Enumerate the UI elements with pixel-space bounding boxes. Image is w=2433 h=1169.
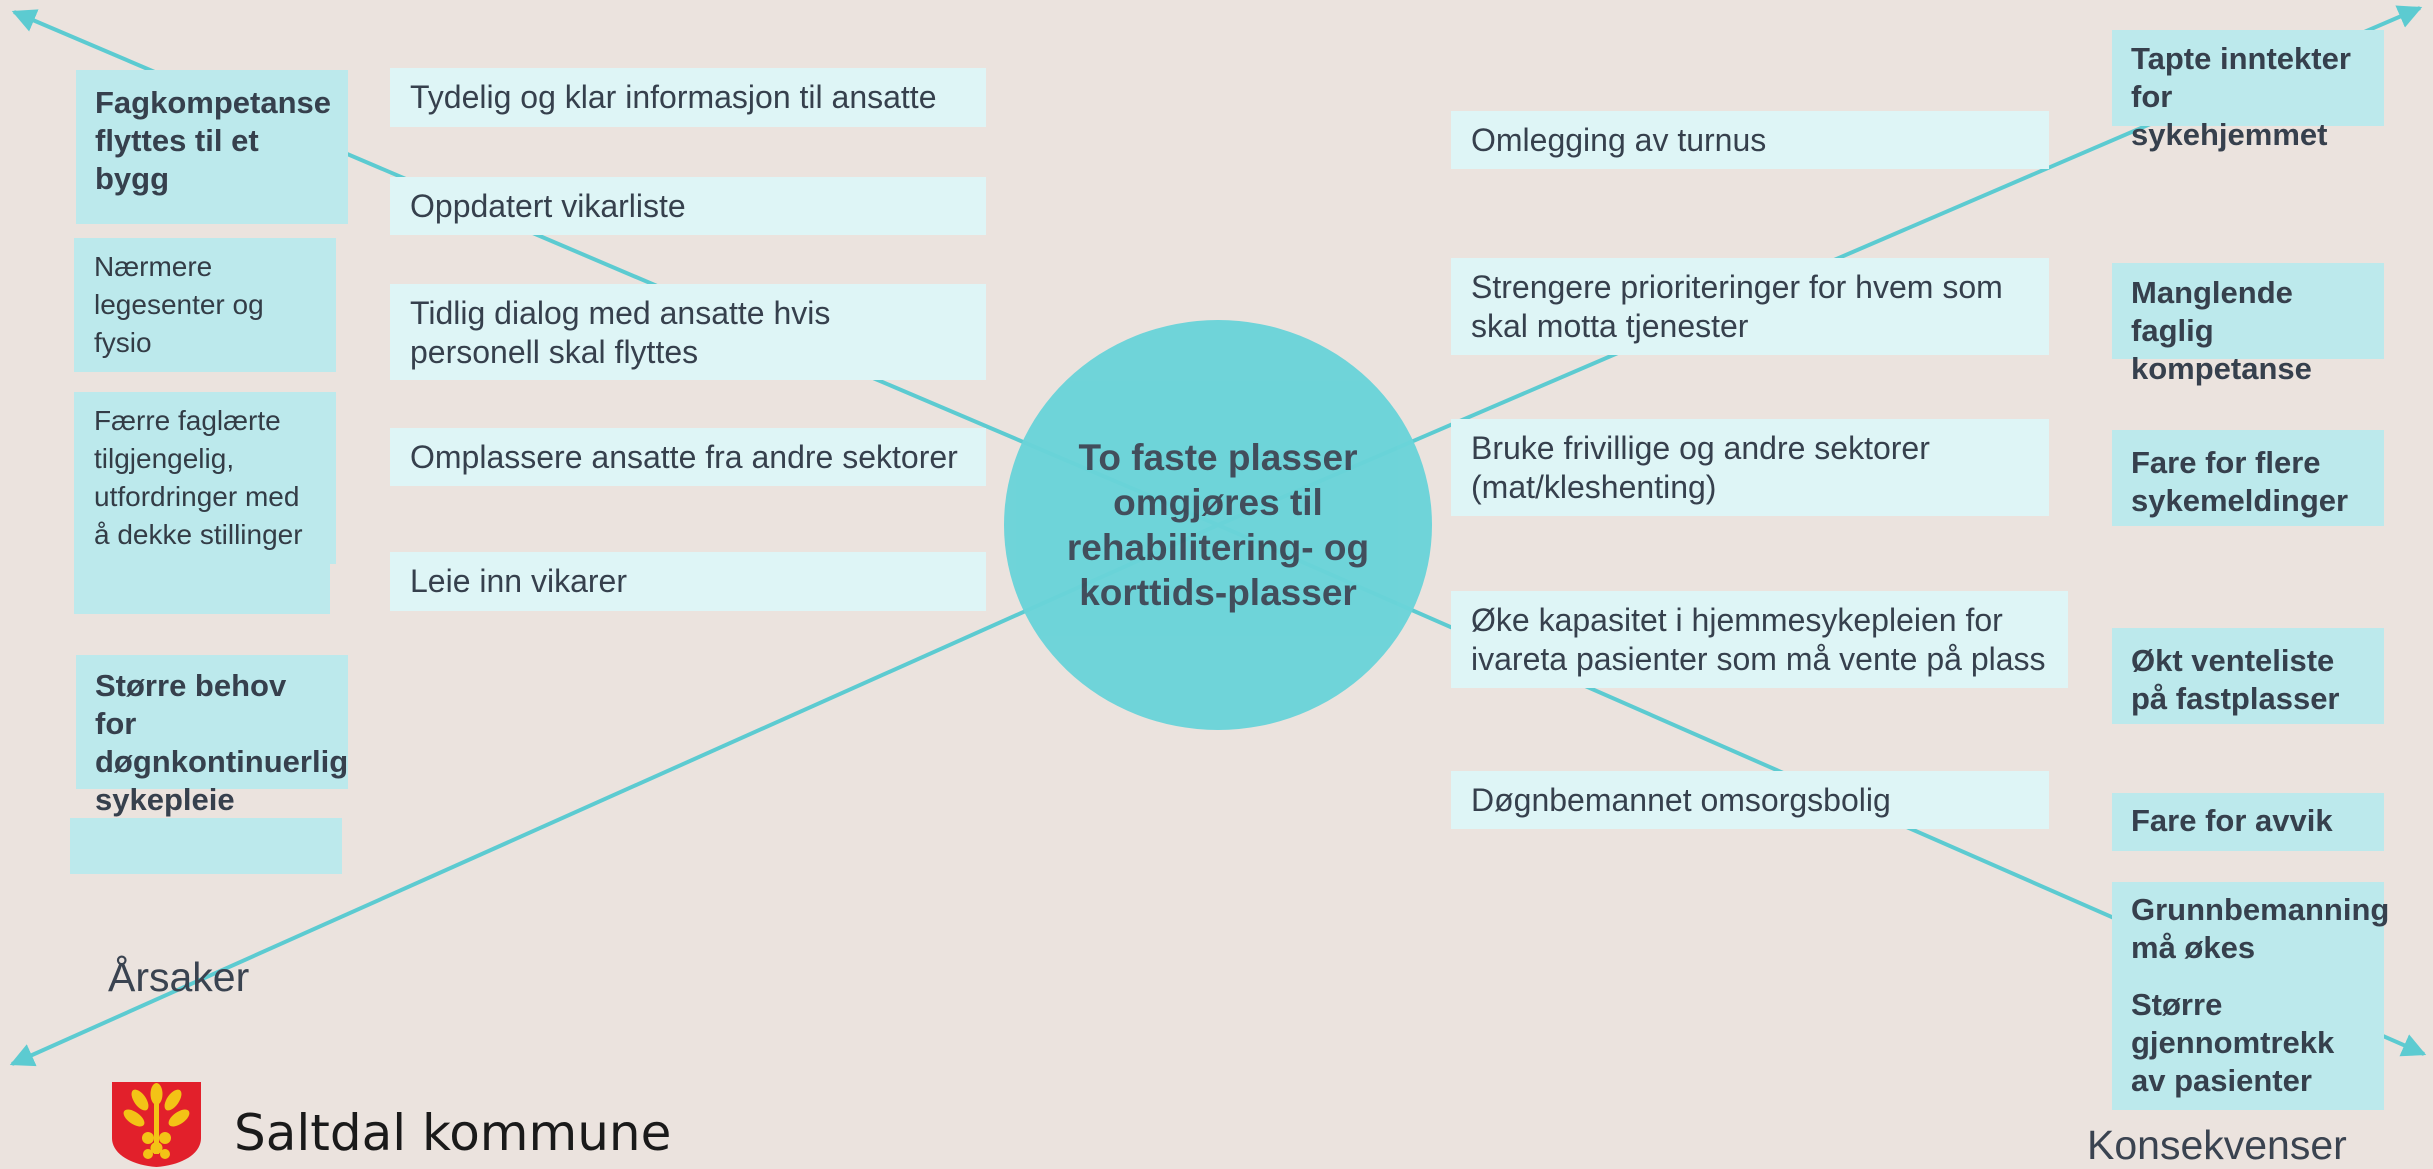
measure-text: Leie inn vikarer bbox=[410, 563, 627, 599]
measure-text: Tidlig dialog med ansatte hvis personell… bbox=[410, 295, 831, 370]
consequence-text: Grunnbemanning må økes bbox=[2131, 892, 2390, 965]
consequence-text: Økt venteliste på fastplasser bbox=[2131, 643, 2340, 716]
measure-box: Leie inn vikarer bbox=[390, 552, 986, 611]
consequence-box: Fare for avvik bbox=[2112, 793, 2384, 851]
line-bottom-left bbox=[9, 523, 1219, 1067]
cause-box: Nærmere legesenter og fysio bbox=[74, 238, 336, 372]
measure-box: Omlegging av turnus bbox=[1451, 111, 2049, 169]
consequence-box-background bbox=[2112, 882, 2384, 1110]
consequence-text: Manglende faglig kompetanse bbox=[2131, 275, 2312, 386]
consequence-text: Fare for avvik bbox=[2131, 803, 2333, 838]
measure-text: Øke kapasitet i hjemmesykepleien for iva… bbox=[1471, 602, 2046, 677]
empty-box bbox=[74, 564, 330, 614]
measure-text: Bruke frivillige og andre sektorer (mat/… bbox=[1471, 430, 1930, 505]
cause-text: Fagkompetanse flyttes til et bygg bbox=[95, 85, 332, 196]
measure-text: Oppdatert vikarliste bbox=[410, 188, 686, 224]
consequence-box: Fare for flere sykemeldinger bbox=[2112, 430, 2384, 526]
measure-box: Tydelig og klar informasjon til ansatte bbox=[390, 68, 986, 127]
measure-box: Strengere prioriteringer for hvem som sk… bbox=[1451, 258, 2049, 355]
consequence-box: Økt venteliste på fastplasser bbox=[2112, 628, 2384, 724]
brand-name: Saltdal kommune bbox=[234, 1104, 672, 1162]
measure-text: Døgnbemannet omsorgsbolig bbox=[1471, 782, 1891, 818]
cause-box-background bbox=[76, 655, 348, 789]
measure-box: Bruke frivillige og andre sektorer (mat/… bbox=[1451, 419, 2049, 516]
measure-text: Tydelig og klar informasjon til ansatte bbox=[410, 79, 937, 115]
cause-box: Fagkompetanse flyttes til et bygg bbox=[76, 70, 348, 224]
consequence-text: Fare for flere sykemeldinger bbox=[2131, 445, 2349, 518]
central-topic: To faste plasser omgjøres til rehabilite… bbox=[1004, 320, 1432, 730]
measure-box: Tidlig dialog med ansatte hvis personell… bbox=[390, 284, 986, 380]
measure-box: Oppdatert vikarliste bbox=[390, 177, 986, 235]
empty-box bbox=[70, 818, 342, 874]
consequence-text: Større gjennomtrekk av pasienter bbox=[2131, 987, 2335, 1098]
cause-text: Nærmere legesenter og fysio bbox=[94, 251, 264, 358]
consequence-text: Tapte inntekter for sykehjemmet bbox=[2131, 41, 2351, 152]
measure-box: Døgnbemannet omsorgsbolig bbox=[1451, 771, 2049, 829]
measure-text: Omlegging av turnus bbox=[1471, 122, 1767, 158]
cause-text: Færre faglærte tilgjengelig, utfordringe… bbox=[94, 405, 303, 550]
cause-box: Færre faglærte tilgjengelig, utfordringe… bbox=[74, 392, 336, 564]
consequence-box-background bbox=[2112, 263, 2384, 359]
coat-of-arms-icon bbox=[112, 1082, 201, 1167]
consequence-box-background bbox=[2112, 30, 2384, 126]
measure-text: Omplassere ansatte fra andre sektorer bbox=[410, 439, 958, 475]
measure-text: Strengere prioriteringer for hvem som sk… bbox=[1471, 269, 2003, 344]
measure-box: Øke kapasitet i hjemmesykepleien for iva… bbox=[1451, 591, 2068, 688]
consequences-label: Konsekvenser bbox=[2087, 1122, 2347, 1168]
measure-box: Omplassere ansatte fra andre sektorer bbox=[390, 428, 986, 486]
causes-label: Årsaker bbox=[108, 954, 250, 1000]
cause-text: Større behov for døgnkontinuerlig sykepl… bbox=[95, 668, 349, 817]
central-topic-text: To faste plasser omgjøres til rehabilite… bbox=[1066, 437, 1370, 613]
